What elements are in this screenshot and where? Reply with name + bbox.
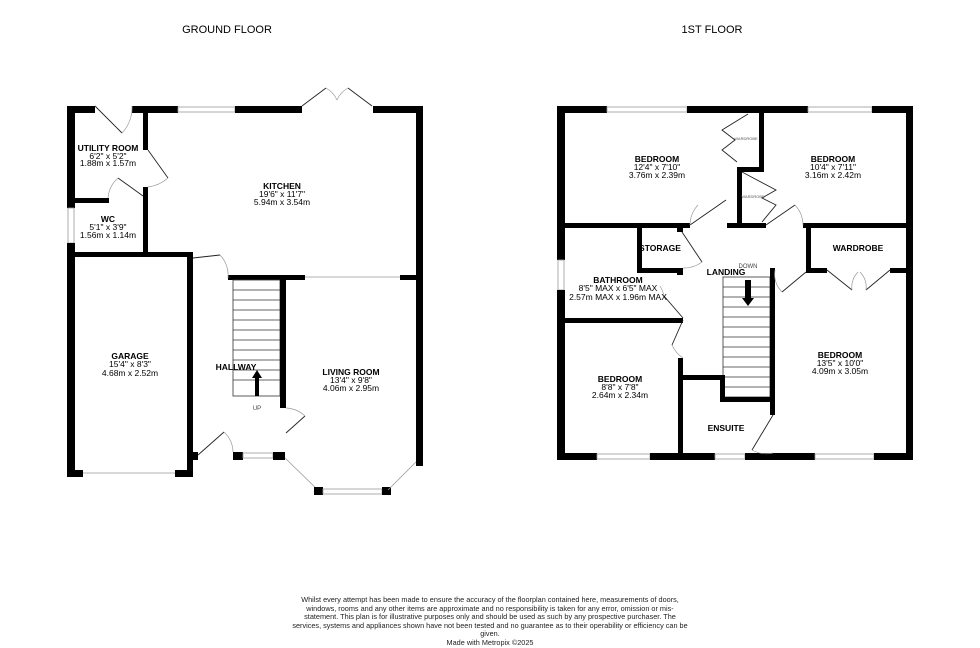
svg-text:12'4" x 7'10": 12'4" x 7'10" <box>634 162 681 172</box>
storage-label: STORAGE <box>639 243 681 253</box>
disclaimer-text: Whilst every attempt has been made to en… <box>292 595 688 639</box>
svg-text:6'2" x 5'2": 6'2" x 5'2" <box>89 151 126 161</box>
svg-text:4.09m x 3.05m: 4.09m x 3.05m <box>812 366 868 376</box>
room-name: LIVING ROOM <box>322 367 379 377</box>
room-name: BATHROOM <box>593 275 642 285</box>
ensuite-label: ENSUITE <box>708 423 745 433</box>
first-floor-labels: BEDROOM 12'4" x 7'10" 3.76m x 2.39m BEDR… <box>569 136 883 433</box>
credit-text: Made with Metropix ©2025 <box>446 637 534 647</box>
svg-text:19'6" x 11'7": 19'6" x 11'7" <box>259 189 305 199</box>
svg-text:2.64m x 2.34m: 2.64m x 2.34m <box>592 390 648 400</box>
svg-text:8'5" MAX x 6'5" MAX: 8'5" MAX x 6'5" MAX <box>579 283 658 293</box>
room-name: BEDROOM <box>818 350 862 360</box>
kitchen-window <box>177 106 236 113</box>
room-name: BEDROOM <box>635 154 679 164</box>
room-name: BEDROOM <box>811 154 855 164</box>
wardrobe-small-label: WARDROBE <box>741 194 765 199</box>
ground-floor-plan <box>67 87 423 495</box>
room-name: UTILITY ROOM <box>78 143 139 153</box>
wardrobe-label: WARDROBE <box>833 243 884 253</box>
first-floor-title: 1ST FLOOR <box>682 24 743 36</box>
ground-floor-title: GROUND FLOOR <box>182 24 272 36</box>
svg-text:4.06m x 2.95m: 4.06m x 2.95m <box>323 383 379 393</box>
wardrobe-small-label: WARDROBE <box>734 136 758 141</box>
svg-text:10'4" x 7'11": 10'4" x 7'11" <box>810 162 856 172</box>
up-arrow-icon <box>252 370 262 396</box>
stairs-up-label: UP <box>253 406 261 412</box>
hallway-label: HALLWAY <box>216 362 257 372</box>
wc-window <box>67 207 75 244</box>
svg-text:3.16m x 2.42m: 3.16m x 2.42m <box>805 170 861 180</box>
svg-text:8'8" x 7'8": 8'8" x 7'8" <box>601 382 638 392</box>
stairs-down-label: DOWN <box>739 264 758 270</box>
first-floor-plan <box>557 106 913 460</box>
svg-text:4.68m x 2.52m: 4.68m x 2.52m <box>102 368 158 378</box>
stair-treads <box>723 286 770 388</box>
hallway-window <box>242 452 274 459</box>
room-name: GARAGE <box>111 351 149 361</box>
bathroom-window <box>557 259 565 291</box>
room-name: BEDROOM <box>598 374 642 384</box>
room-name: KITCHEN <box>263 181 301 191</box>
bay-window <box>322 488 383 495</box>
svg-text:1.56m x 1.14m: 1.56m x 1.14m <box>80 230 136 240</box>
svg-text:13'4" x 9'8": 13'4" x 9'8" <box>330 375 372 385</box>
svg-text:5.94m x 3.54m: 5.94m x 3.54m <box>254 197 310 207</box>
svg-text:3.76m x 2.39m: 3.76m x 2.39m <box>629 170 685 180</box>
svg-text:15'4" x 8'3": 15'4" x 8'3" <box>109 359 151 369</box>
down-arrow-icon <box>742 280 754 306</box>
stair-treads <box>233 289 280 381</box>
ground-floor-labels: UTILITY ROOM 6'2" x 5'2" 1.88m x 1.57m K… <box>78 143 380 412</box>
svg-text:13'5" x 10'0": 13'5" x 10'0" <box>817 358 864 368</box>
landing-label: LANDING <box>707 267 746 277</box>
svg-text:1.88m x 1.57m: 1.88m x 1.57m <box>80 158 136 168</box>
svg-text:5'1" x 3'9": 5'1" x 3'9" <box>89 222 126 232</box>
svg-text:2.57m MAX x 1.96m MAX: 2.57m MAX x 1.96m MAX <box>569 292 667 302</box>
room-name: WC <box>101 214 115 224</box>
